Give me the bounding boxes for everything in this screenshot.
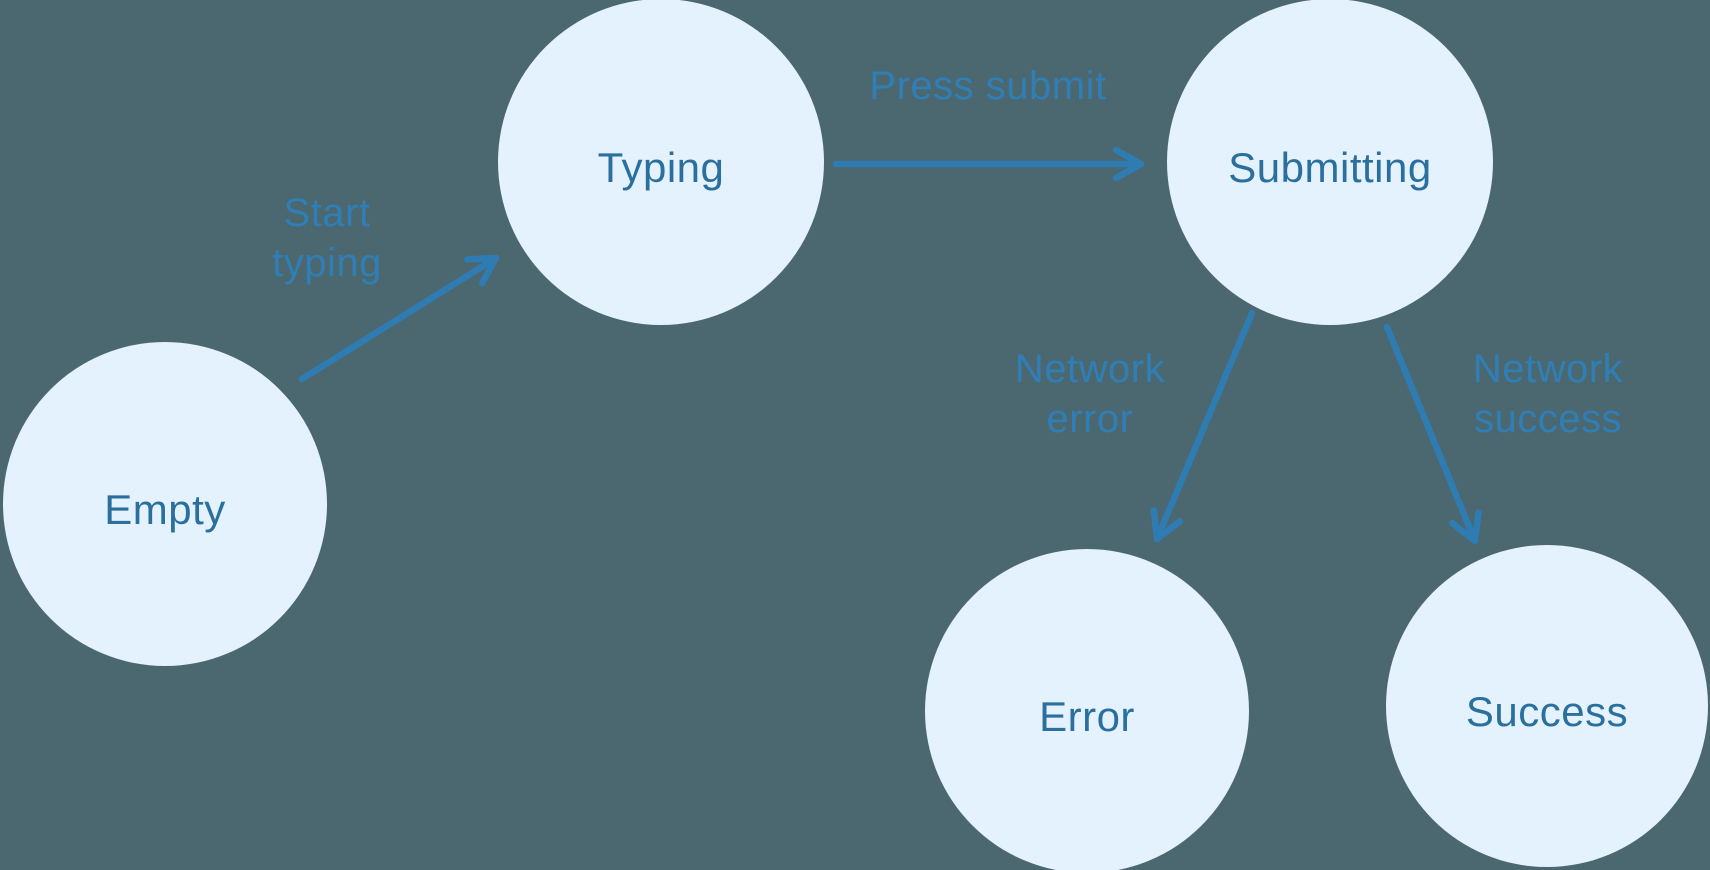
state-node-empty: Empty (3, 342, 327, 666)
state-node-label: Submitting (1228, 144, 1432, 191)
state-node-label: Success (1465, 688, 1629, 735)
transition-label-network-success: Network success (1472, 347, 1624, 441)
state-node-submitting: Submitting (1167, 0, 1493, 325)
state-node-label: Error (1039, 693, 1135, 740)
state-node-label: Empty (104, 486, 226, 533)
state-node-typing: Typing (498, 0, 824, 325)
state-node-error: Error (925, 549, 1249, 870)
transition-label-press-submit: Press submit (869, 64, 1107, 108)
state-node-success: Success (1386, 545, 1708, 867)
transition-label-network-error: Network error (1014, 347, 1166, 441)
transition-label-start-typing: Start typing (272, 191, 382, 285)
state-node-label: Typing (597, 144, 725, 191)
